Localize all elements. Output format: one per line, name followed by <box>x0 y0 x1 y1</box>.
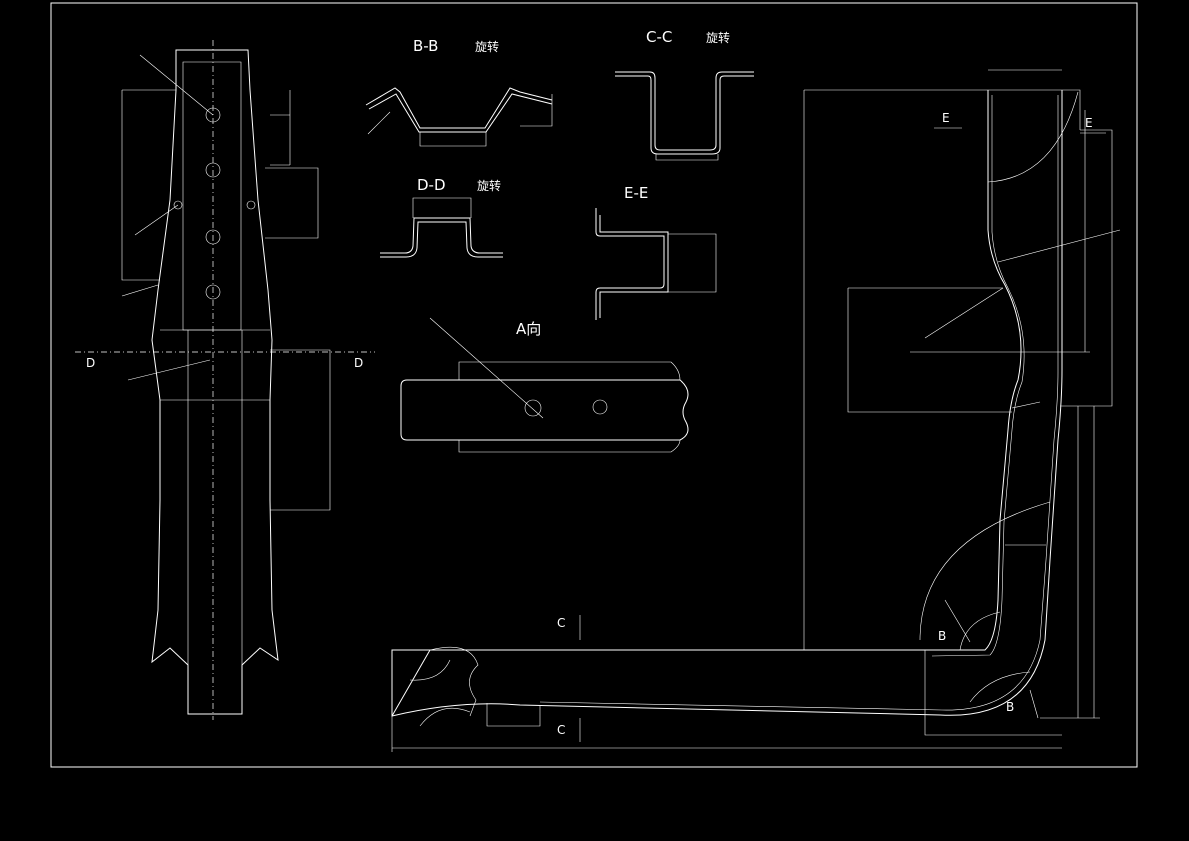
view-title-a: A向 <box>516 320 541 338</box>
side-view <box>391 69 1121 752</box>
rotate-label-bb: 旋转 <box>475 39 499 54</box>
drawing-frame <box>50 2 1138 768</box>
hole <box>205 107 221 123</box>
hole <box>173 200 183 210</box>
section-bb-profile <box>365 87 553 147</box>
rotate-label-dd: 旋转 <box>477 178 501 193</box>
section-marker-e-left: E <box>942 111 950 125</box>
section-marker-c-lower: C <box>557 723 565 737</box>
section-ee-profile <box>595 208 717 320</box>
section-marker-d-right: D <box>354 356 363 370</box>
hole <box>246 200 256 210</box>
section-title-cc: C-C <box>646 28 672 46</box>
hole <box>205 162 221 178</box>
view-a <box>400 317 689 453</box>
hole <box>205 229 221 245</box>
section-marker-b-lower: B <box>1006 700 1014 714</box>
section-marker-b-upper: B <box>938 629 946 643</box>
hole <box>205 284 221 300</box>
rotate-label-cc: 旋转 <box>706 30 730 45</box>
section-title-dd: D-D <box>417 176 446 194</box>
section-cc-profile <box>615 71 754 161</box>
hole <box>524 399 542 417</box>
section-marker-e-right: E <box>1085 116 1093 130</box>
section-title-ee: E-E <box>624 184 648 202</box>
section-marker-d-left: D <box>86 356 95 370</box>
section-dd-profile <box>380 197 503 258</box>
section-title-bb: B-B <box>413 37 438 55</box>
section-marker-c-upper: C <box>557 616 565 630</box>
hole <box>592 399 608 415</box>
front-view <box>75 40 375 720</box>
